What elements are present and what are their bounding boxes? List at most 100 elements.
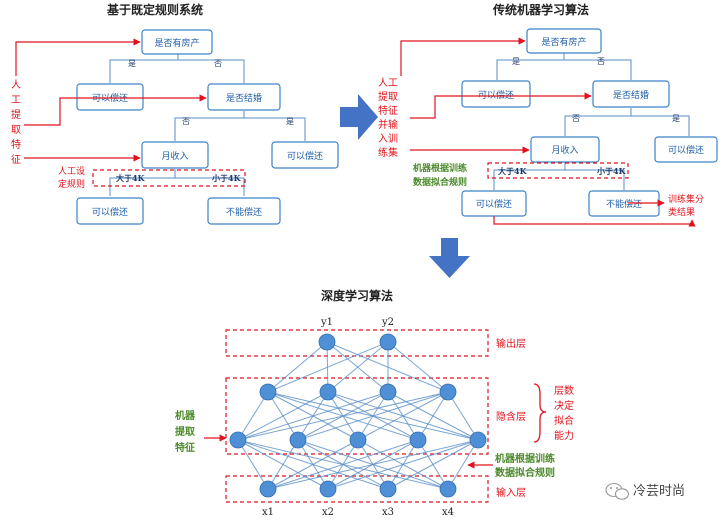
svg-text:人工: 人工 bbox=[378, 77, 398, 89]
right-node-income: 月收入 bbox=[530, 136, 600, 163]
svg-text:是否有房产: 是否有房产 bbox=[154, 37, 199, 49]
hidden1-neuron bbox=[469, 431, 487, 449]
hidden2-neuron bbox=[439, 383, 457, 401]
nn-connection bbox=[237, 391, 269, 441]
left-node-house: 是否有房产 bbox=[141, 29, 213, 55]
nn-connection bbox=[237, 391, 329, 441]
hidden2-neuron bbox=[319, 383, 337, 401]
input-label-x4: x4 bbox=[442, 507, 454, 518]
bottom-title: 深度学习算法 bbox=[321, 288, 393, 303]
left-node-income: 月收入 bbox=[141, 141, 209, 169]
output-neuron bbox=[318, 333, 336, 351]
left-node-married: 是否结婚 bbox=[207, 83, 281, 111]
nn-connection bbox=[267, 439, 479, 490]
svg-text:练集: 练集 bbox=[378, 146, 398, 159]
svg-text:工: 工 bbox=[11, 95, 21, 106]
output-label-y1: y1 bbox=[320, 317, 333, 328]
svg-text:提: 提 bbox=[11, 109, 21, 121]
input-neuron bbox=[379, 480, 397, 498]
svg-text:特征: 特征 bbox=[378, 105, 398, 117]
watermark-text: 冷芸时尚 bbox=[633, 483, 685, 499]
left-edge-gt4k: 大于4K bbox=[116, 173, 146, 183]
right-node-repay2: 可以偿还 bbox=[654, 136, 718, 163]
svg-text:取: 取 bbox=[11, 124, 21, 136]
hidden1-neuron bbox=[349, 431, 367, 449]
nn-connection bbox=[387, 341, 449, 393]
nn-connection bbox=[297, 391, 449, 441]
svg-text:月收入: 月收入 bbox=[161, 150, 188, 162]
nn-connection bbox=[327, 341, 389, 393]
layer-note: 层数 决定 拟合 能力 bbox=[554, 384, 574, 442]
svg-text:月收入: 月收入 bbox=[551, 144, 578, 156]
input-label-x1: x1 bbox=[262, 507, 274, 518]
right-side-label: 人工 提取 特征 并输 入训 练集 bbox=[378, 77, 398, 159]
nn-neurons bbox=[229, 333, 487, 498]
nn-connection bbox=[267, 439, 299, 490]
svg-text:人: 人 bbox=[11, 79, 21, 91]
svg-text:是否有房产: 是否有房产 bbox=[541, 36, 586, 48]
right-node-house: 是否有房产 bbox=[526, 28, 602, 54]
svg-text:不能偿还: 不能偿还 bbox=[226, 206, 262, 218]
hidden1-neuron bbox=[409, 431, 427, 449]
right-fit-label: 机器根据训练 数据拟合规则 bbox=[413, 162, 467, 188]
svg-text:提取: 提取 bbox=[378, 91, 398, 103]
input-label-x2: x2 bbox=[322, 507, 334, 518]
layer-hidden-label: 隐含层 bbox=[496, 410, 526, 423]
wechat-icon bbox=[605, 482, 630, 500]
svg-text:训练集分: 训练集分 bbox=[668, 193, 704, 205]
svg-text:决定: 决定 bbox=[554, 399, 574, 412]
hidden1-neuron bbox=[229, 431, 247, 449]
svg-text:可以偿还: 可以偿还 bbox=[478, 89, 514, 101]
right-edge-lt4k: 小于4K bbox=[596, 166, 627, 176]
svg-text:拟合: 拟合 bbox=[554, 414, 574, 427]
left-feature-arrows bbox=[15, 38, 207, 162]
left-edge-yes2: 是 bbox=[286, 117, 294, 126]
svg-text:层数: 层数 bbox=[554, 384, 574, 397]
svg-text:可以偿还: 可以偿还 bbox=[668, 144, 704, 156]
nn-connection bbox=[267, 341, 328, 393]
svg-text:是否结婚: 是否结婚 bbox=[613, 89, 649, 101]
left-side-label: 人 工 提 取 特 征 bbox=[11, 79, 21, 166]
hidden-layer-box bbox=[225, 377, 489, 455]
right-edge-no1: 否 bbox=[597, 57, 605, 66]
right-rule-box bbox=[487, 162, 629, 179]
machine-feature-label: 机器 提取 特征 bbox=[175, 409, 196, 454]
svg-text:入训: 入训 bbox=[378, 133, 398, 145]
right-node-norepay: 不能偿还 bbox=[588, 190, 660, 217]
output-neuron bbox=[379, 333, 397, 351]
svg-text:特征: 特征 bbox=[175, 441, 195, 454]
input-neuron bbox=[439, 480, 457, 498]
left-edge-no2: 否 bbox=[182, 117, 190, 126]
nn-connection bbox=[357, 391, 449, 441]
nn-connection bbox=[417, 391, 449, 441]
output-layer-box bbox=[225, 329, 489, 357]
svg-text:数据拟合规则: 数据拟合规则 bbox=[413, 176, 467, 188]
layer-output-label: 输出层 bbox=[496, 337, 526, 350]
right-edge-gt4k: 大于4K bbox=[498, 166, 528, 176]
left-rule-label: 人工设 定规则 bbox=[58, 166, 85, 190]
svg-text:定规则: 定规则 bbox=[58, 178, 85, 190]
left-edge-no1: 否 bbox=[214, 59, 222, 68]
svg-text:人工设: 人工设 bbox=[58, 166, 85, 177]
nn-connections bbox=[237, 341, 479, 490]
nn-connection bbox=[267, 439, 419, 490]
left-node-repay1: 可以偿还 bbox=[76, 83, 144, 111]
hidden1-neuron bbox=[289, 431, 307, 449]
svg-text:类结果: 类结果 bbox=[668, 206, 695, 218]
left-title: 基于既定规则系统 bbox=[106, 2, 203, 17]
right-edge-yes1: 是 bbox=[512, 57, 520, 66]
svg-text:征: 征 bbox=[11, 154, 21, 166]
left-node-repay3: 可以偿还 bbox=[76, 197, 144, 225]
input-neuron bbox=[259, 480, 277, 498]
right-node-repay1: 可以偿还 bbox=[461, 80, 531, 108]
right-node-married: 是否结婚 bbox=[592, 80, 670, 108]
svg-text:可以偿还: 可以偿还 bbox=[92, 206, 128, 218]
right-node-repay3: 可以偿还 bbox=[461, 190, 527, 217]
svg-text:机器根据训练: 机器根据训练 bbox=[495, 452, 555, 465]
nn-connection bbox=[237, 391, 449, 441]
nn-connection bbox=[267, 439, 359, 490]
left-tree-edges bbox=[109, 53, 306, 196]
right-result-arrows bbox=[493, 199, 696, 227]
right-tree-edges bbox=[493, 53, 690, 190]
